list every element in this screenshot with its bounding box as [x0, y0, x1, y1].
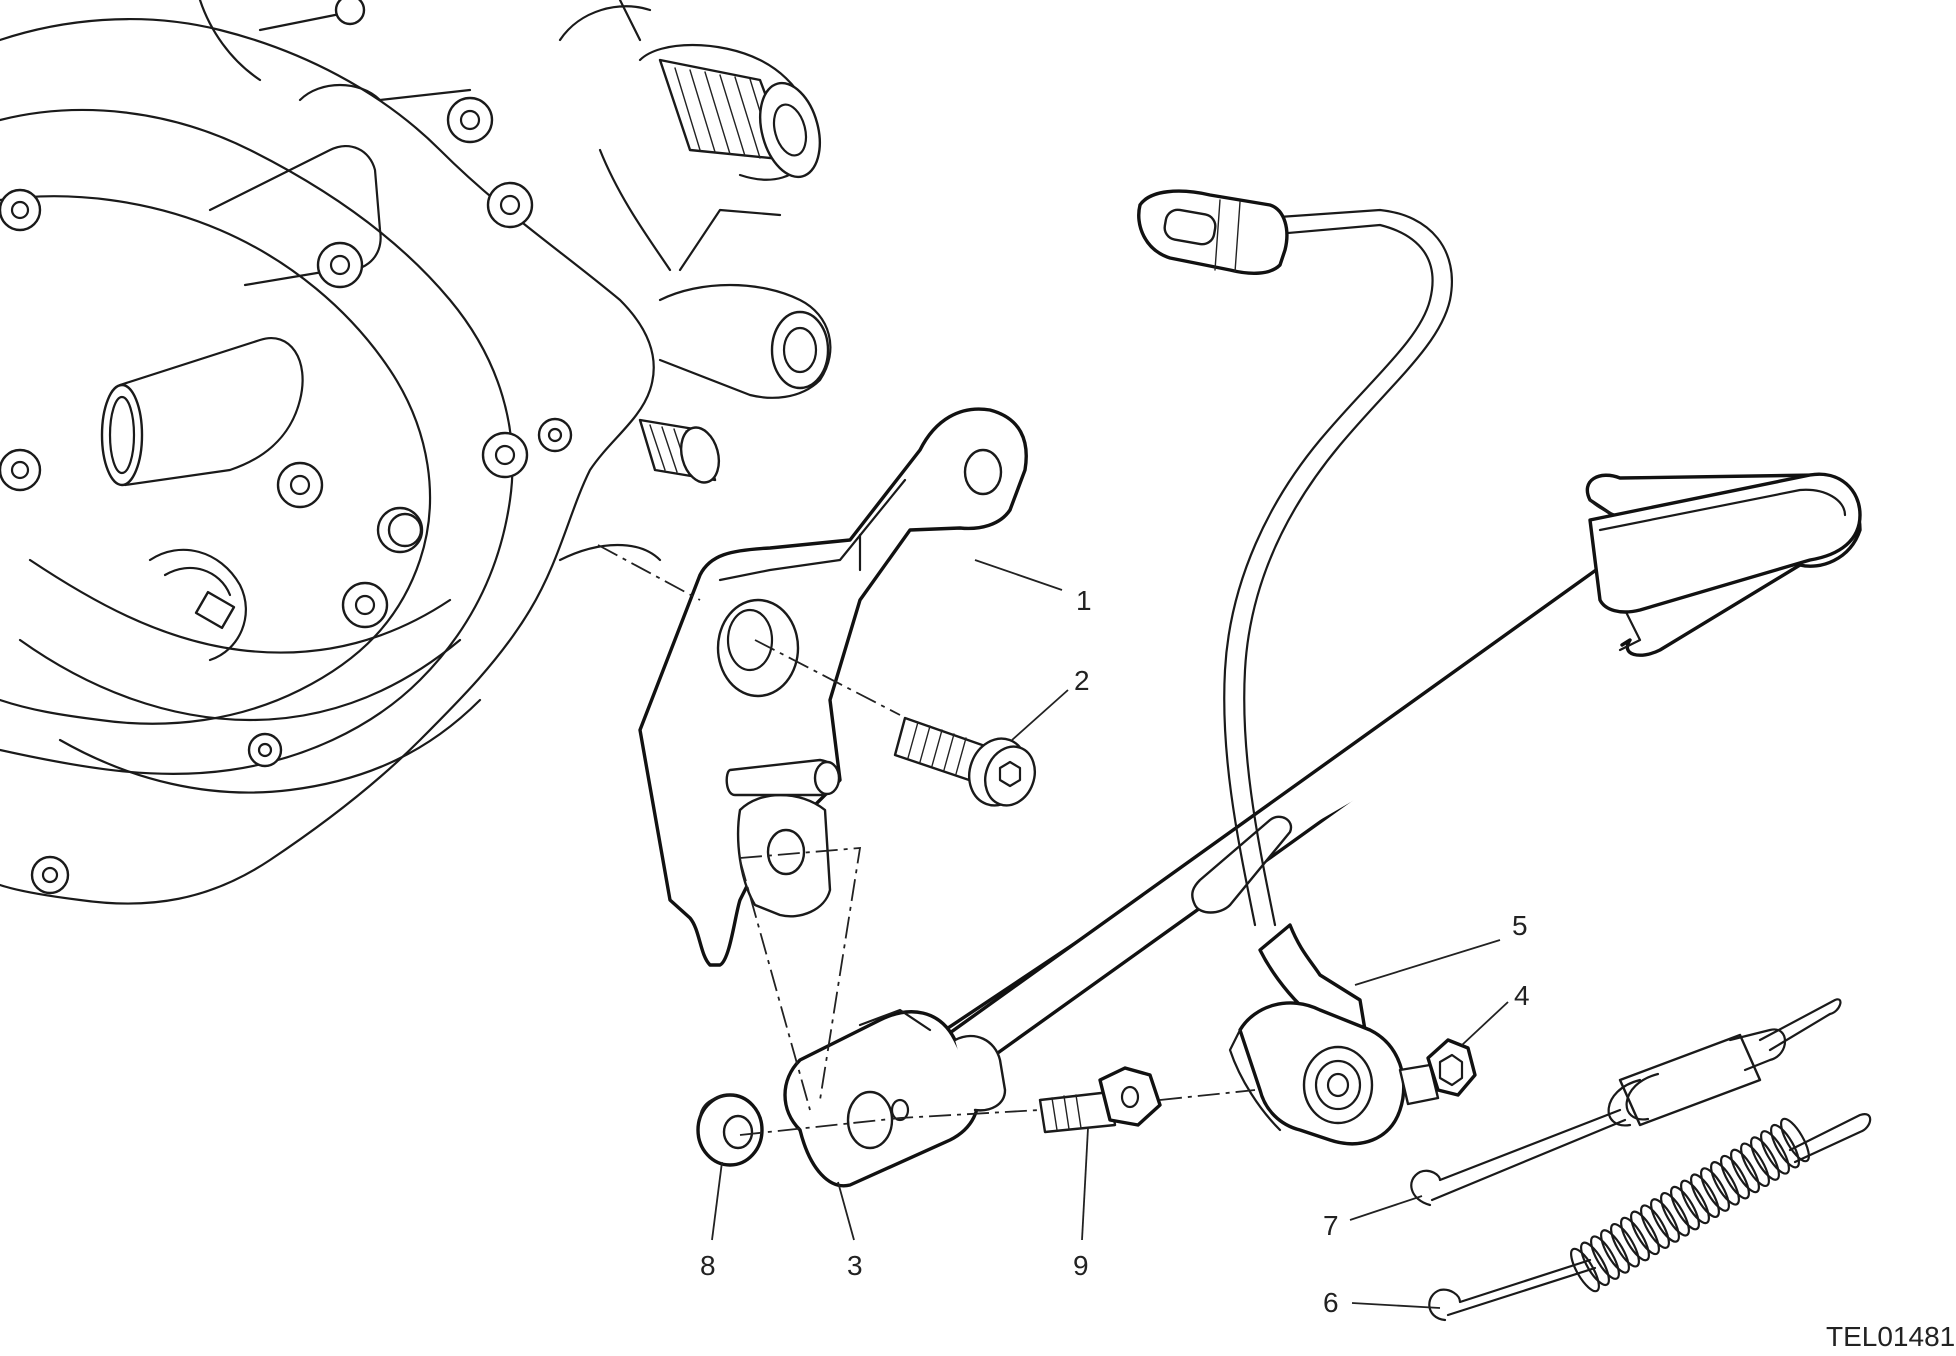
spring-coil	[1770, 1123, 1800, 1169]
spring-coil	[1750, 1136, 1780, 1181]
spring-coil	[1780, 1117, 1810, 1163]
spring-coil	[1720, 1154, 1750, 1200]
spring-coil	[1610, 1222, 1640, 1268]
splined-output-shaft	[558, 0, 821, 272]
spring-coil	[1600, 1229, 1630, 1274]
case-bolt-heads	[0, 0, 573, 895]
spring-coil	[1620, 1216, 1650, 1262]
callout-1: 1	[1076, 585, 1092, 616]
part-5-sidestand-sensor	[1137, 189, 1453, 1146]
spring-coil	[1760, 1130, 1790, 1175]
spring-coil	[1700, 1167, 1730, 1212]
callout-9: 9	[1073, 1250, 1089, 1281]
part-4-hex-screw	[1398, 1038, 1477, 1106]
assembly-center-lines	[597, 544, 1256, 1136]
spring-coil	[1680, 1179, 1710, 1225]
callout-8: 8	[700, 1250, 716, 1281]
callout-7: 7	[1323, 1210, 1339, 1241]
spring-coil	[1570, 1247, 1600, 1293]
callout-5: 5	[1512, 910, 1528, 941]
spring-coil	[1660, 1192, 1690, 1237]
spring-coil	[1640, 1204, 1670, 1249]
callout-labels: 1 2 3 4 5 6 7 8 9	[700, 585, 1530, 1318]
leader-lines	[711, 559, 1509, 1309]
part-6-long-spring	[1428, 1113, 1872, 1322]
shift-shaft-spline	[638, 418, 721, 484]
spring-coil	[1730, 1148, 1760, 1194]
spring-coil	[1740, 1142, 1770, 1188]
spring-coil	[1630, 1210, 1660, 1256]
spring-coil	[1710, 1161, 1740, 1206]
callout-3: 3	[847, 1250, 863, 1281]
drawing-reference-code: TEL01481	[1826, 1321, 1955, 1352]
part-1-sidestand-bracket	[638, 407, 1028, 967]
spring-coil	[1590, 1235, 1620, 1280]
spring-coil	[1580, 1241, 1610, 1287]
part-9-pivot-bolt	[1038, 1066, 1162, 1134]
callout-4: 4	[1514, 980, 1530, 1011]
engine-crankcase	[0, 0, 832, 905]
part-7-short-spring	[1410, 998, 1842, 1207]
spring-coil	[1650, 1198, 1680, 1243]
part-8-washer	[696, 1093, 764, 1167]
callout-6: 6	[1323, 1287, 1339, 1318]
part-3-side-stand	[783, 472, 1862, 1188]
callout-2: 2	[1074, 665, 1090, 696]
spring-coil	[1690, 1173, 1720, 1218]
spring-coil	[1670, 1185, 1700, 1231]
part-2-allen-bolt	[893, 716, 1036, 807]
